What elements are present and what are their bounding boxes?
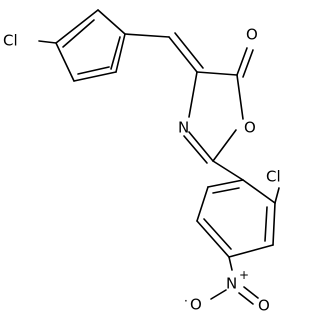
carbonyl-oxygen-label: O bbox=[246, 26, 258, 44]
bond bbox=[174, 32, 204, 69]
oxazolone-ring: O O N bbox=[168, 26, 258, 164]
nitro-nitrogen-charge: + bbox=[239, 268, 249, 282]
bond bbox=[196, 186, 209, 222]
bond bbox=[228, 256, 233, 271]
bond bbox=[243, 286, 259, 299]
bond bbox=[196, 220, 230, 258]
bond bbox=[124, 33, 170, 38]
bond bbox=[62, 19, 95, 48]
nitro-nitrogen-label: N bbox=[226, 275, 237, 293]
bond bbox=[168, 36, 198, 73]
bond bbox=[242, 49, 254, 78]
nitro-oxygen-left-charge: · bbox=[184, 294, 188, 308]
bond bbox=[203, 218, 232, 250]
bond bbox=[55, 42, 75, 82]
chlorine-label: Cl bbox=[3, 32, 18, 50]
bond bbox=[110, 36, 121, 70]
bond bbox=[38, 40, 57, 44]
bond bbox=[196, 71, 238, 76]
bond bbox=[97, 9, 126, 35]
nitro-oxygen-left-label: O bbox=[190, 296, 202, 314]
bond bbox=[242, 179, 276, 204]
bond bbox=[183, 135, 208, 164]
bond bbox=[236, 47, 248, 76]
bond bbox=[274, 187, 280, 204]
bond bbox=[115, 33, 126, 73]
bond bbox=[210, 289, 227, 300]
ring-nitrogen-label: N bbox=[178, 119, 189, 137]
nitro-oxygen-right-label: O bbox=[258, 297, 270, 315]
bond bbox=[73, 71, 117, 82]
bond bbox=[188, 71, 198, 118]
bond bbox=[212, 187, 240, 194]
aryl-chlorine-label: Cl bbox=[266, 168, 281, 186]
bond bbox=[238, 292, 254, 305]
bond bbox=[207, 179, 244, 188]
bond bbox=[228, 244, 274, 258]
chloronitrophenyl-group: Cl N + O · O bbox=[184, 160, 281, 315]
molecule-structure: Cl O O N Cl N + O · bbox=[3, 9, 281, 315]
bond bbox=[188, 131, 214, 162]
bond bbox=[212, 160, 244, 181]
bond bbox=[77, 66, 110, 75]
bond bbox=[264, 206, 268, 242]
bond bbox=[272, 202, 276, 246]
chlorobenzylidene-group: Cl bbox=[3, 9, 170, 82]
bond bbox=[212, 129, 237, 162]
ring-oxygen-label: O bbox=[244, 119, 256, 137]
bond bbox=[236, 74, 244, 120]
bond bbox=[55, 9, 99, 44]
